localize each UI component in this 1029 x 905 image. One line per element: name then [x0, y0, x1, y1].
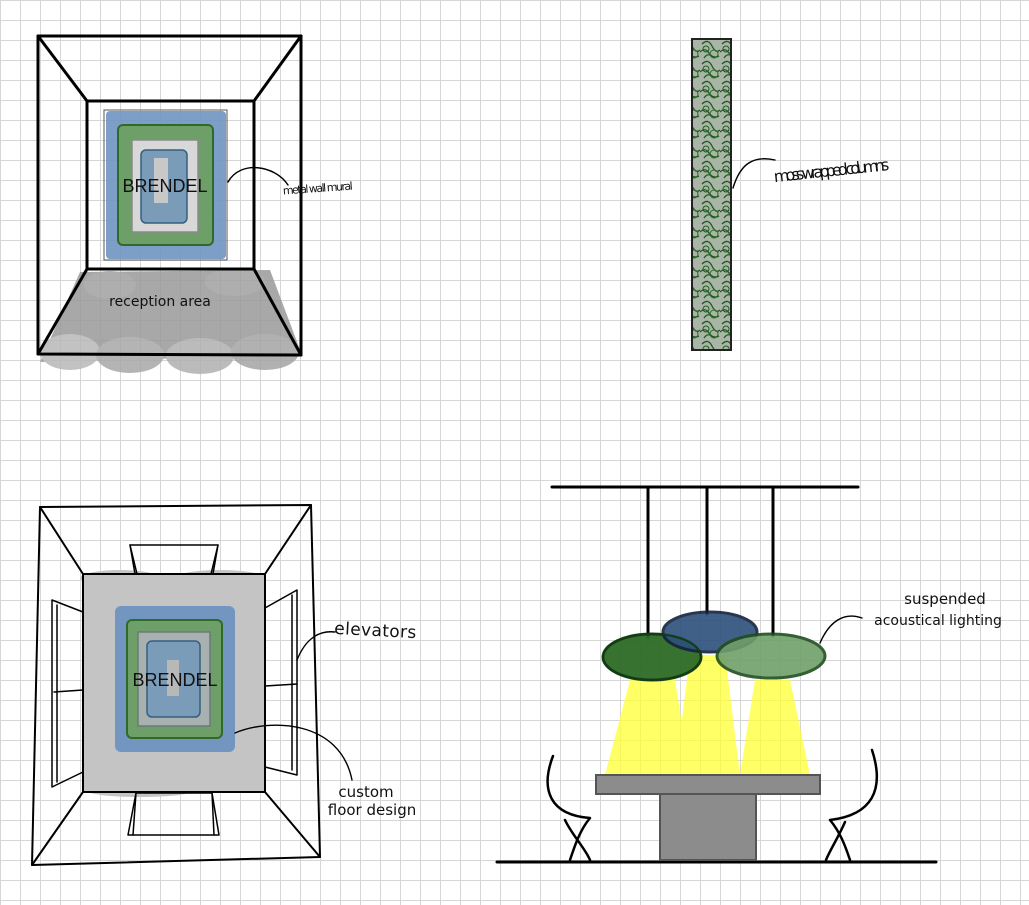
lighting-label-line1: suspended — [904, 590, 986, 608]
lighting-leader — [819, 615, 863, 644]
elevators-leader — [296, 631, 336, 661]
lobby-floor-design: BRENDEL — [115, 606, 235, 752]
wall-mural-label: metal wall mural — [282, 180, 353, 198]
lobby-sketch: BRENDEL elevators custom floor design — [31, 504, 417, 866]
reception-brand-text: BRENDEL — [122, 176, 207, 196]
wall-mural-leader — [227, 167, 289, 186]
pendant-lights — [601, 610, 827, 682]
reception-sketch: BRENDEL metal wall mural reception area — [36, 34, 353, 374]
elevators-label: elevators — [334, 619, 417, 643]
dining-table — [595, 774, 821, 861]
elevator-doors — [51, 544, 298, 836]
reception-floor-label: reception area — [109, 294, 211, 310]
floor-design-leader — [234, 724, 353, 781]
reception-wall-mural: BRENDEL — [103, 109, 228, 261]
moss-column — [691, 38, 732, 351]
lobby-brand-text: BRENDEL — [132, 670, 217, 690]
suspension-cables — [646, 485, 775, 640]
light-beams — [605, 655, 810, 775]
lighting-label-line2: acoustical lighting — [874, 613, 1002, 629]
floor-design-label-line2: floor design — [328, 801, 417, 819]
lighting-sketch: suspended acoustical lighting — [495, 485, 1002, 864]
column-sketch: moss wrapped columns — [691, 38, 890, 351]
floor-design-label-line1: custom — [338, 783, 393, 801]
column-leader — [732, 158, 776, 189]
reception-room-outline — [36, 34, 303, 357]
column-label: moss wrapped columns — [773, 155, 890, 186]
chairs — [546, 748, 879, 862]
